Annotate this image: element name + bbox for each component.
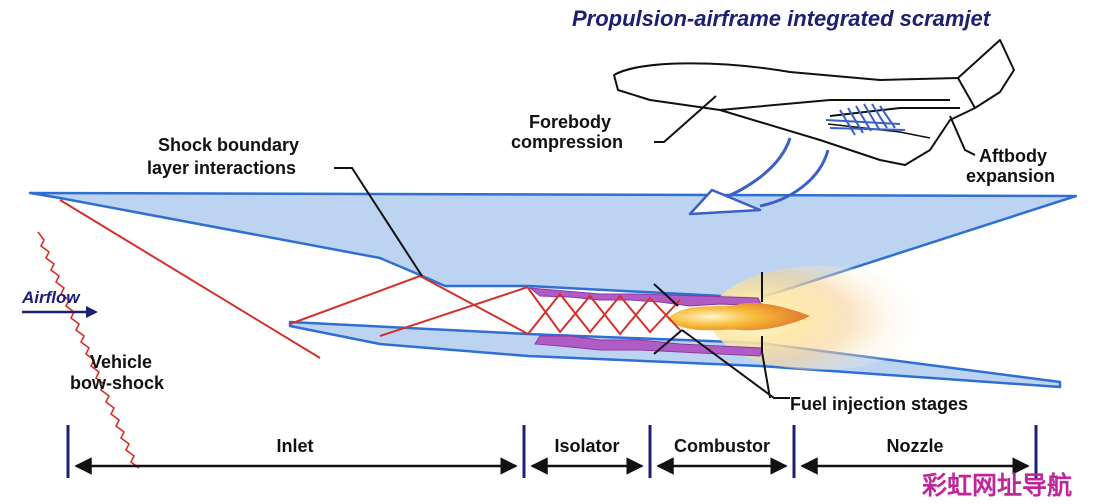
airflow-arrow (22, 306, 98, 318)
diagram-title: Propulsion-airframe integrated scramjet (572, 6, 992, 31)
section-dividers (66, 425, 1038, 478)
aftbody-leader (949, 115, 976, 156)
section-label-combustor: Combustor (674, 436, 770, 456)
forebody-label-line1: Forebody (529, 112, 611, 132)
shock-boundary-label-line2: layer interactions (147, 158, 296, 178)
watermark: 彩虹网址导航 (922, 471, 1072, 500)
forebody-leader (654, 95, 717, 143)
fuel-injection-leaders (653, 272, 790, 399)
section-label-isolator: Isolator (554, 436, 619, 456)
bow-shock-line (37, 231, 140, 469)
aircraft-engine-detail (825, 103, 906, 136)
section-label-nozzle: Nozzle (886, 436, 943, 456)
fuel-injection-label: Fuel injection stages (790, 394, 968, 414)
forebody-label-line2: compression (511, 132, 623, 152)
forebody-compression-arrows (688, 137, 830, 216)
section-label-inlet: Inlet (276, 436, 313, 456)
combustion-region-lower (534, 335, 763, 357)
aftbody-label-line2: expansion (966, 166, 1055, 186)
aftbody-label-line1: Aftbody (979, 146, 1047, 166)
lower-cowl (288, 320, 1062, 389)
upper-body (28, 191, 1078, 300)
combustion-region (528, 287, 763, 307)
flame (668, 302, 810, 331)
shock-boundary-leader (334, 167, 423, 277)
shock-boundary-label-line1: Shock boundary (158, 135, 299, 155)
shock-lines (59, 199, 681, 359)
exhaust-plume (710, 266, 930, 370)
aircraft-illustration (613, 39, 1015, 166)
bow-shock-label-line2: bow-shock (70, 373, 165, 393)
bow-shock-label-line1: Vehicle (90, 352, 152, 372)
airflow-label: Airflow (21, 288, 81, 307)
